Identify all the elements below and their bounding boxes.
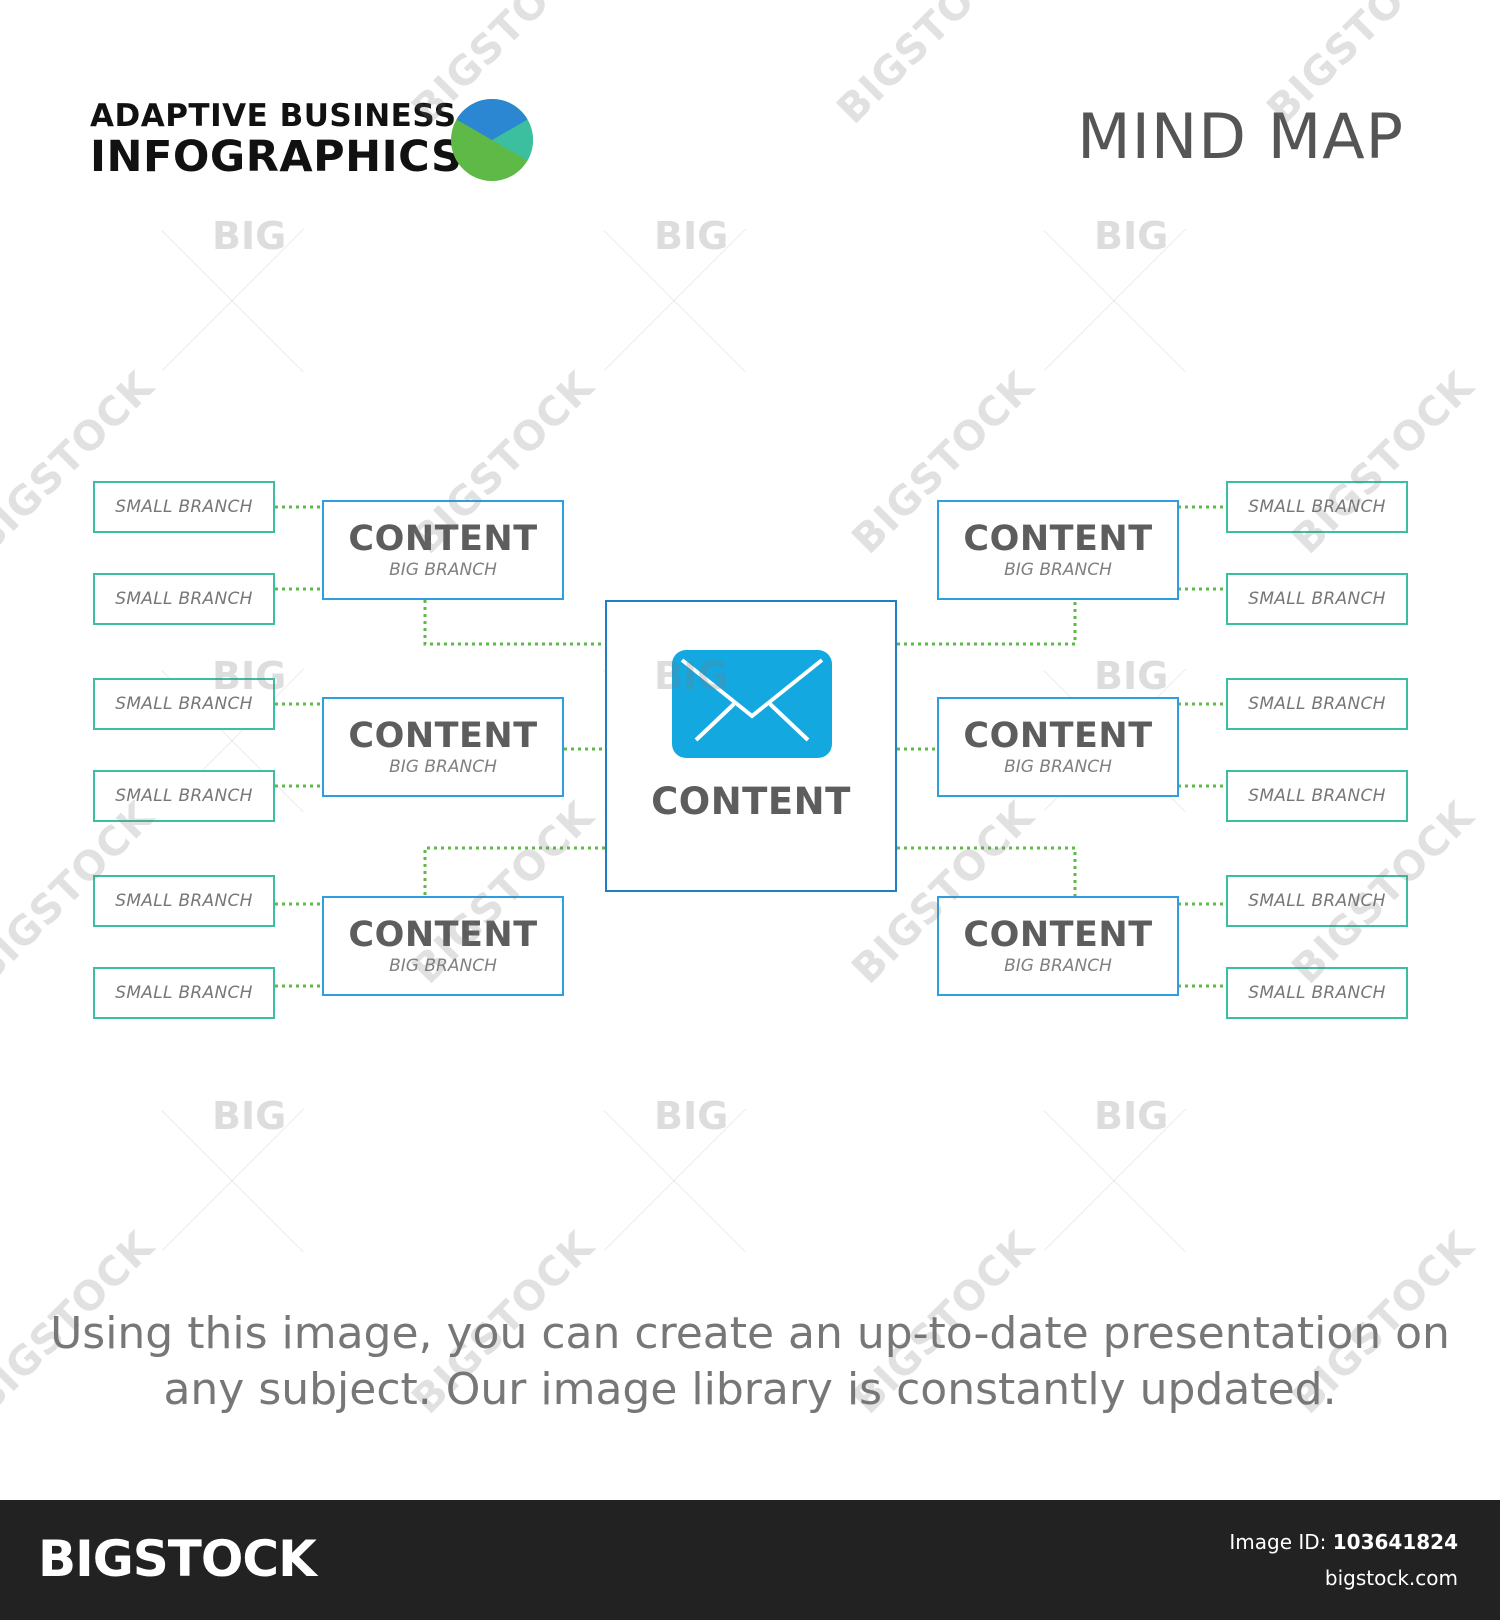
small-branch-label: SMALL BRANCH [115,786,253,806]
big-branch-title: CONTENT [963,519,1153,559]
big-branch-subtitle: BIG BRANCH [389,560,497,580]
brand-line1: ADAPTIVE BUSINESS [90,98,457,134]
small-branch-left-top-2: SMALL BRANCH [93,573,275,625]
small-branch-label: SMALL BRANCH [1248,983,1386,1003]
small-branch-right-middle-2: SMALL BRANCH [1226,770,1408,822]
big-branch-right-bottom: CONTENT BIG BRANCH [937,896,1179,996]
big-branch-left-bottom: CONTENT BIG BRANCH [322,896,564,996]
bottom-bar: BIGSTOCK Image ID: 103641824 bigstock.co… [0,1500,1500,1620]
image-id-value: 103641824 [1332,1530,1458,1554]
big-branch-subtitle: BIG BRANCH [1004,757,1112,777]
description-text: Using this image, you can create an up-t… [0,1306,1500,1418]
big-branch-subtitle: BIG BRANCH [1004,560,1112,580]
image-id: Image ID: 103641824 [1229,1530,1458,1554]
brand-line2: INFOGRAPHICS [90,132,463,182]
page-title: MIND MAP [1077,100,1404,173]
small-branch-left-bottom-1: SMALL BRANCH [93,875,275,927]
small-branch-label: SMALL BRANCH [1248,786,1386,806]
small-branch-right-bottom-1: SMALL BRANCH [1226,875,1408,927]
small-branch-left-bottom-2: SMALL BRANCH [93,967,275,1019]
small-branch-left-middle-2: SMALL BRANCH [93,770,275,822]
big-branch-left-middle: CONTENT BIG BRANCH [322,697,564,797]
big-branch-title: CONTENT [348,915,538,955]
image-id-label: Image ID: [1229,1530,1327,1554]
small-branch-label: SMALL BRANCH [1248,497,1386,517]
big-branch-title: CONTENT [348,716,538,756]
big-branch-title: CONTENT [348,519,538,559]
big-branch-title: CONTENT [963,716,1153,756]
site-url: bigstock.com [1324,1566,1458,1590]
small-branch-label: SMALL BRANCH [115,589,253,609]
center-label: CONTENT [651,780,851,823]
big-branch-right-middle: CONTENT BIG BRANCH [937,697,1179,797]
small-branch-right-middle-1: SMALL BRANCH [1226,678,1408,730]
small-branch-right-top-2: SMALL BRANCH [1226,573,1408,625]
envelope-icon [672,650,832,758]
bigstock-logo: BIGSTOCK [38,1530,317,1588]
description-line1: Using this image, you can create an up-t… [50,1308,1450,1359]
small-branch-right-bottom-2: SMALL BRANCH [1226,967,1408,1019]
big-branch-subtitle: BIG BRANCH [389,956,497,976]
small-branch-label: SMALL BRANCH [115,983,253,1003]
description-line2: any subject. Our image library is consta… [163,1364,1337,1415]
small-branch-label: SMALL BRANCH [115,497,253,517]
center-node: CONTENT [605,600,897,892]
small-branch-right-top-1: SMALL BRANCH [1226,481,1408,533]
small-branch-left-middle-1: SMALL BRANCH [93,678,275,730]
big-branch-right-top: CONTENT BIG BRANCH [937,500,1179,600]
small-branch-left-top-1: SMALL BRANCH [93,481,275,533]
small-branch-label: SMALL BRANCH [115,694,253,714]
small-branch-label: SMALL BRANCH [1248,891,1386,911]
small-branch-label: SMALL BRANCH [115,891,253,911]
small-branch-label: SMALL BRANCH [1248,694,1386,714]
big-branch-left-top: CONTENT BIG BRANCH [322,500,564,600]
small-branch-label: SMALL BRANCH [1248,589,1386,609]
big-branch-subtitle: BIG BRANCH [389,757,497,777]
brand-title: ADAPTIVE BUSINESS INFOGRAPHICS [90,98,462,180]
big-branch-subtitle: BIG BRANCH [1004,956,1112,976]
pie-logo-icon [451,99,533,181]
big-branch-title: CONTENT [963,915,1153,955]
